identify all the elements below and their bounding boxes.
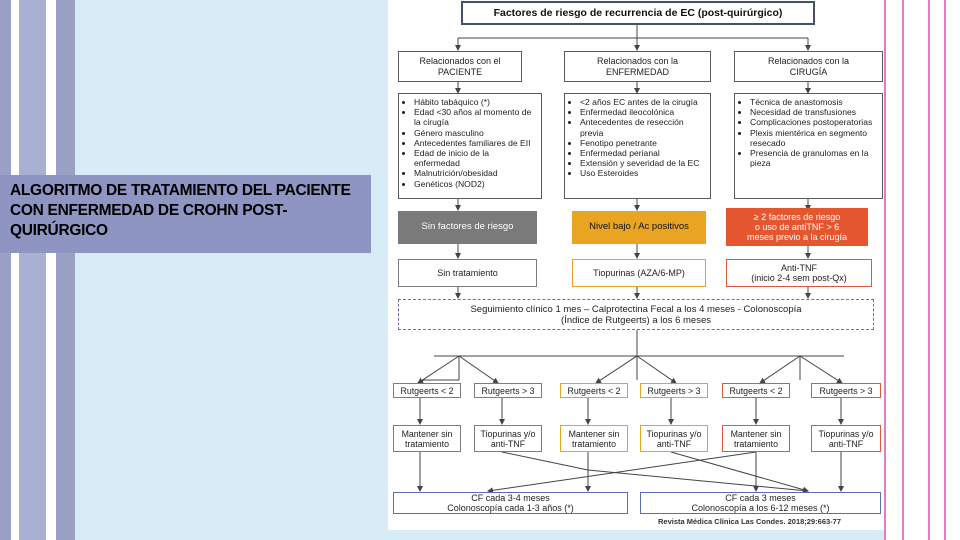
citation: Revista Médica Clínica Las Condes. 2018;… <box>658 517 842 526</box>
list-patient-factors: Hábito tabáquico (*) Edad <30 años al mo… <box>398 93 542 199</box>
stripe-right-5 <box>928 0 930 540</box>
rutgeerts-low-3: Rutgeerts < 2 <box>722 383 790 398</box>
disease-factor: Enfermedad perianal <box>580 148 706 158</box>
risk-low: Nivel bajo / Ac positivos <box>572 211 706 244</box>
surgery-factor: Plexis mientérica en segmento resecado <box>750 128 878 148</box>
maintain-2: Mantener sin tratamiento <box>560 425 628 452</box>
surgery-factor: Necesidad de transfusiones <box>750 107 878 117</box>
disease-factor: Antecedentes de resección previa <box>580 117 706 137</box>
patient-factor: Edad de inicio de la enfermedad <box>414 148 537 168</box>
slide-title: ALGORITMO DE TRATAMIENTO DEL PACIENTE CO… <box>0 175 371 253</box>
disease-factor: Fenotipo penetrante <box>580 138 706 148</box>
surgery-factor: Complicaciones postoperatorias <box>750 117 878 127</box>
surgery-factor: Presencia de granulomas en la pieza <box>750 148 878 168</box>
diagram-title: Factores de riesgo de recurrencia de EC … <box>461 1 815 25</box>
maintain-3: Mantener sin tratamiento <box>722 425 790 452</box>
stripe-right-4 <box>904 0 928 540</box>
patient-factor: Edad <30 años al momento de la cirugía <box>414 107 537 127</box>
category-disease: Relacionados con la ENFERMEDAD <box>564 51 711 82</box>
rutgeerts-high-1: Rutgeerts > 3 <box>474 383 542 398</box>
maintain-1: Mantener sin tratamiento <box>393 425 461 452</box>
disease-factor: <2 años EC antes de la cirugía <box>580 97 706 107</box>
stripe-right-8 <box>946 0 960 540</box>
stripe-right-6 <box>930 0 944 540</box>
risk-none: Sin factores de riesgo <box>398 211 537 244</box>
rutgeerts-low-2: Rutgeerts < 2 <box>560 383 628 398</box>
rutgeerts-high-2: Rutgeerts > 3 <box>640 383 708 398</box>
rutgeerts-low-1: Rutgeerts < 2 <box>393 383 461 398</box>
treatment-none: Sin tratamiento <box>398 259 537 287</box>
stripe-right-3 <box>902 0 904 540</box>
escalate-2: Tiopurinas y/o anti-TNF <box>640 425 708 452</box>
risk-high: ≥ 2 factores de riesgo o uso de antiTNF … <box>726 208 868 246</box>
patient-factor: Hábito tabáquico (*) <box>414 97 537 107</box>
stripe-right-2 <box>886 0 902 540</box>
stripe-left-5 <box>56 0 75 540</box>
escalate-1: Tiopurinas y/o anti-TNF <box>474 425 542 452</box>
patient-factor: Genéticos (NOD2) <box>414 179 537 189</box>
stripe-left-3 <box>19 0 46 540</box>
list-disease-factors: <2 años EC antes de la cirugía Enfermeda… <box>564 93 711 199</box>
surgery-factor: Técnica de anastomosis <box>750 97 878 107</box>
final-right: CF cada 3 meses Colonoscopía a los 6-12 … <box>640 492 881 514</box>
rutgeerts-high-3: Rutgeerts > 3 <box>811 383 881 398</box>
stripe-left-1 <box>0 0 11 540</box>
disease-factor: Enfermedad ileocolónica <box>580 107 706 117</box>
escalate-3: Tiopurinas y/o anti-TNF <box>811 425 881 452</box>
stripe-left-4 <box>46 0 56 540</box>
stripe-right-1 <box>884 0 886 540</box>
patient-factor: Género masculino <box>414 128 537 138</box>
category-surgery: Relacionados con la CIRUGÍA <box>734 51 883 82</box>
treatment-thiopurines: Tiopurinas (AZA/6-MP) <box>572 259 706 287</box>
flowchart-figure: Factores de riesgo de recurrencia de EC … <box>388 0 884 530</box>
patient-factor: Malnutrición/obesidad <box>414 168 537 178</box>
category-patient: Relacionados con el PACIENTE <box>398 51 522 82</box>
list-surgery-factors: Técnica de anastomosis Necesidad de tran… <box>734 93 883 199</box>
final-left: CF cada 3-4 meses Colonoscopía cada 1-3 … <box>393 492 628 514</box>
stripe-left-2 <box>11 0 19 540</box>
treatment-anti-tnf: Anti-TNF (inicio 2-4 sem post-Qx) <box>726 259 872 287</box>
disease-factor: Uso Esteroides <box>580 168 706 178</box>
followup-box: Seguimiento clínico 1 mes – Calprotectin… <box>398 299 874 330</box>
disease-factor: Extensión y severidad de la EC <box>580 158 706 168</box>
flowchart-connectors <box>417 25 844 494</box>
patient-factor: Antecedentes familiares de EII <box>414 138 537 148</box>
stripe-right-7 <box>944 0 946 540</box>
